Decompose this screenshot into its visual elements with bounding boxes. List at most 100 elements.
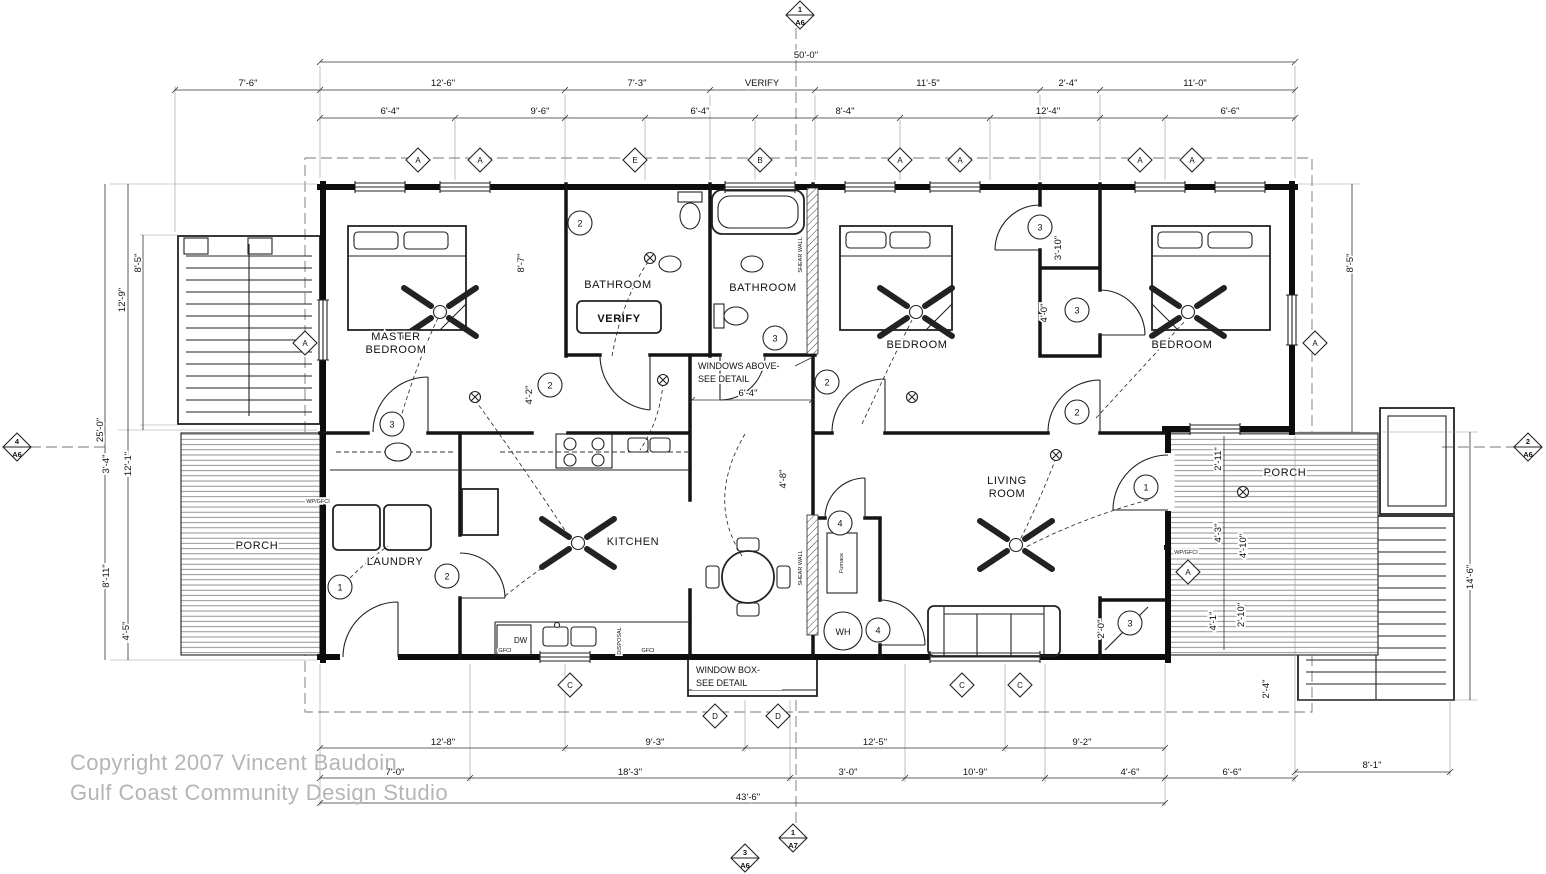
dim-label: 2'-4" <box>1059 78 1078 89</box>
elevation-marker: A <box>292 330 318 356</box>
dim-label: 8'-5" <box>1345 254 1356 273</box>
window <box>539 650 591 664</box>
svg-text:A: A <box>1185 568 1191 577</box>
keynote: 1 <box>327 574 353 600</box>
dim-label: 12'-1" <box>123 452 134 476</box>
door-wh-closet <box>879 599 926 646</box>
elevation-marker: A <box>1175 559 1201 585</box>
window <box>1134 180 1186 194</box>
sofa <box>927 605 1061 657</box>
section-marker: 1A6 <box>785 0 815 30</box>
keynote-markers: 2 3 3 3 2 2 2 3 1 2 4 4 3 1 <box>327 210 1159 643</box>
verify-tub: VERIFY <box>576 300 662 334</box>
dim-label: 8'-1" <box>1363 760 1382 771</box>
keynote: 2 <box>1064 399 1090 425</box>
keynote: 3 <box>762 325 788 351</box>
elevation-marker: D <box>702 703 728 729</box>
ceiling-fan <box>539 516 617 570</box>
dim-label: 14'-6" <box>1465 565 1476 589</box>
dim-label: 2'-10" <box>1236 603 1247 627</box>
elevation-marker: A <box>947 147 973 173</box>
svg-text:1: 1 <box>791 828 795 837</box>
copyright-line-1: Copyright 2007 Vincent Baudoin <box>70 750 397 775</box>
light-fixture-symbol <box>1236 485 1250 499</box>
wp-gfci-label: WP/GFCI <box>306 499 330 505</box>
svg-text:A: A <box>1312 339 1318 348</box>
elevation-marker: A <box>1179 147 1205 173</box>
svg-text:2: 2 <box>1074 408 1079 418</box>
dim-label: 12'-8" <box>431 737 455 748</box>
dim-label: 4'-5" <box>121 622 132 641</box>
shear-walls: SHEAR WALL SHEAR WALL <box>796 187 819 636</box>
dim-label: 4'-2" <box>524 386 535 405</box>
ceiling-fan <box>877 285 955 339</box>
svg-text:E: E <box>632 156 637 165</box>
dim-label: 4'-8" <box>778 470 789 489</box>
keynote: 2 <box>537 372 563 398</box>
dim-label: VERIFY <box>745 78 780 89</box>
elevation-marker: E <box>622 147 648 173</box>
door-bathroom-left <box>599 354 651 411</box>
section-marker: 2A6 <box>1513 432 1543 462</box>
bed-right <box>1151 225 1271 331</box>
interior-walls <box>318 182 1167 659</box>
dim-label: 12'-9" <box>117 288 128 312</box>
svg-text:A: A <box>1137 156 1143 165</box>
svg-text:4: 4 <box>875 626 880 636</box>
svg-text:A: A <box>415 156 421 165</box>
elevation-marker: C <box>1007 672 1033 698</box>
svg-text:2: 2 <box>824 378 829 388</box>
keynote: 3 <box>1064 297 1090 323</box>
svg-text:D: D <box>775 712 781 721</box>
elevation-marker: C <box>949 672 975 698</box>
copyright: Copyright 2007 Vincent Baudoin Gulf Coas… <box>70 750 448 805</box>
svg-text:2: 2 <box>577 219 582 229</box>
light-fixture-symbol <box>656 373 670 387</box>
dim-label: 3'-0" <box>839 767 858 778</box>
copyright-line-2: Gulf Coast Community Design Studio <box>70 780 448 805</box>
dim-label: 12'-5" <box>863 737 887 748</box>
ceiling-fan <box>401 285 479 339</box>
dim-label: 6'-4" <box>381 106 400 117</box>
dim-label: 25'-0" <box>95 418 106 442</box>
bath-sink <box>658 255 682 273</box>
svg-text:A6: A6 <box>12 450 22 459</box>
dim-label: 4'-0" <box>1039 304 1050 323</box>
right-planter <box>1379 407 1455 515</box>
dishwasher <box>496 624 532 656</box>
dim-label: 7'-6" <box>239 78 258 89</box>
dim-label: 9'-6" <box>531 106 550 117</box>
wp-gfci-label: WP/GFCI <box>1174 550 1198 556</box>
dim-label: 6'-4" <box>691 106 710 117</box>
furniture: WH Furnace VERIFY <box>330 189 1271 657</box>
dim-label: 6'-6" <box>1221 106 1240 117</box>
keynote: 2 <box>434 563 460 589</box>
keynote: 3 <box>1027 214 1053 240</box>
dim-label: 9'-2" <box>1073 737 1092 748</box>
window <box>316 299 330 361</box>
door-bathroom-right <box>719 354 766 401</box>
dim-label: 10'-9" <box>963 767 987 778</box>
dim-label: 12'-6" <box>431 78 455 89</box>
left-stair-deck <box>177 235 321 425</box>
elevation-marker: A <box>1302 330 1328 356</box>
svg-text:A6: A6 <box>795 18 805 27</box>
door-furnace-closet <box>824 477 866 519</box>
dim-label: 18'-3" <box>618 767 642 778</box>
keynote: 2 <box>567 210 593 236</box>
light-fixture-symbol <box>1049 448 1063 462</box>
dim-label: 9'-3" <box>646 737 665 748</box>
svg-text:3: 3 <box>743 848 747 857</box>
room-label-laundry: LAUNDRY <box>367 556 424 568</box>
dim-label: 3'-4" <box>101 455 112 474</box>
elevation-marker: D <box>765 703 791 729</box>
door-master-bedroom <box>372 376 429 433</box>
door-living-entry <box>1112 454 1169 511</box>
dim-label: 8'-7" <box>516 254 527 273</box>
dimension-lines: 50'-0" 7'-6" 12'-6" 7'-3" VERIFY 11'-5" … <box>93 48 1478 807</box>
svg-text:A6: A6 <box>740 861 750 870</box>
room-label-kitchen: KITCHEN <box>607 536 659 548</box>
svg-text:1: 1 <box>1143 483 1148 493</box>
elevation-markers: A A E B A A A A C C C D D A A A <box>292 147 1328 729</box>
